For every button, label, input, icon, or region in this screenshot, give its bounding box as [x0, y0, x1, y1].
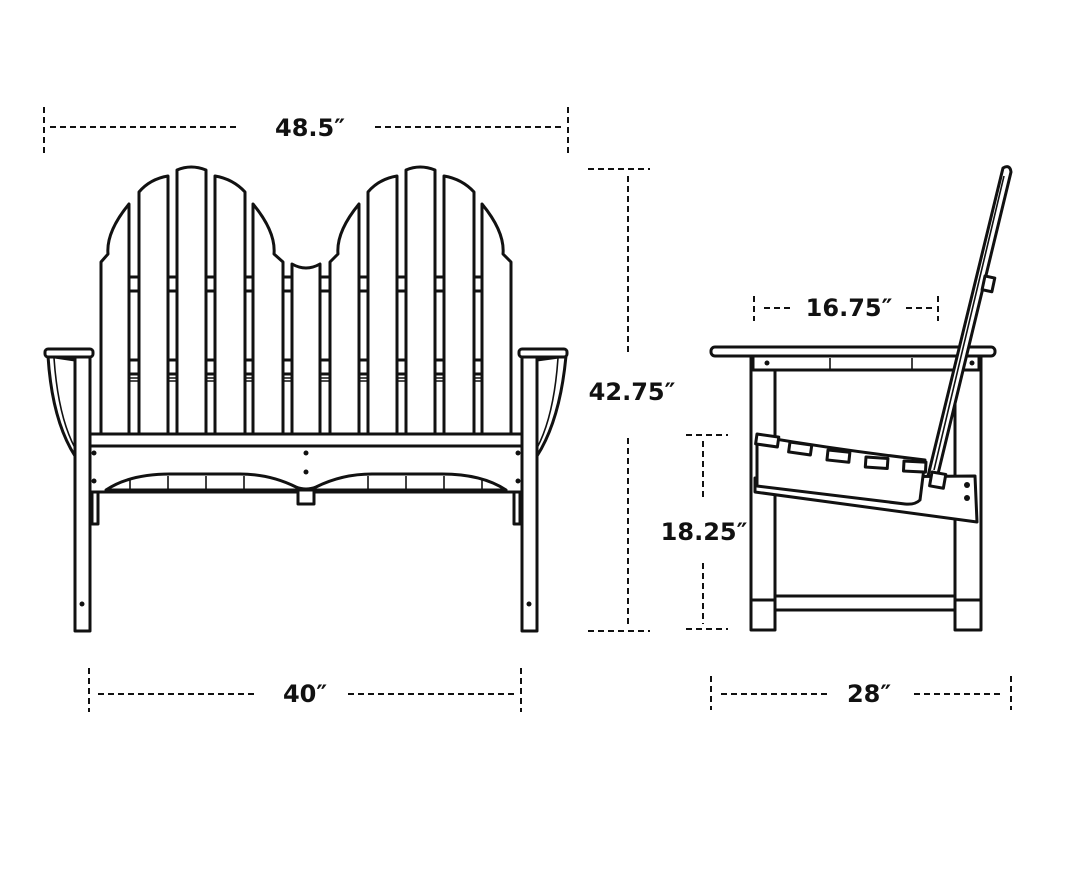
- left-back-slats: [99, 165, 285, 438]
- seat-depth-label: 16.75″: [806, 294, 893, 322]
- seat-width-label: 40″: [283, 680, 327, 708]
- side-stretcher: [773, 594, 957, 612]
- side-arm-rail: [751, 354, 981, 372]
- side-view: [709, 165, 1013, 632]
- side-armrest: [709, 345, 997, 358]
- dimension-overall-width: 48.5″: [43, 107, 569, 156]
- overall-depth-label: 28″: [847, 680, 891, 708]
- overall-height-label: 42.75″: [589, 378, 676, 406]
- dimension-overall-depth: 28″: [710, 676, 1012, 710]
- side-back-cleat: [980, 274, 997, 294]
- right-back-slats: [328, 165, 513, 438]
- side-seat-slats: [754, 432, 928, 474]
- overall-width-label: 48.5″: [275, 114, 345, 142]
- seat-height-label: 18.25″: [661, 518, 748, 546]
- dimension-seat-depth: 16.75″: [753, 294, 939, 322]
- seat-front-apron: [86, 432, 526, 506]
- center-back-slat: [290, 262, 322, 438]
- dimension-seat-height: 18.25″: [661, 434, 748, 630]
- front-view: [43, 165, 569, 633]
- side-back-bracket: [928, 470, 948, 490]
- dimension-overall-height: 42.75″: [588, 168, 676, 632]
- armrests: [43, 347, 569, 458]
- dimension-seat-width: 40″: [88, 668, 522, 712]
